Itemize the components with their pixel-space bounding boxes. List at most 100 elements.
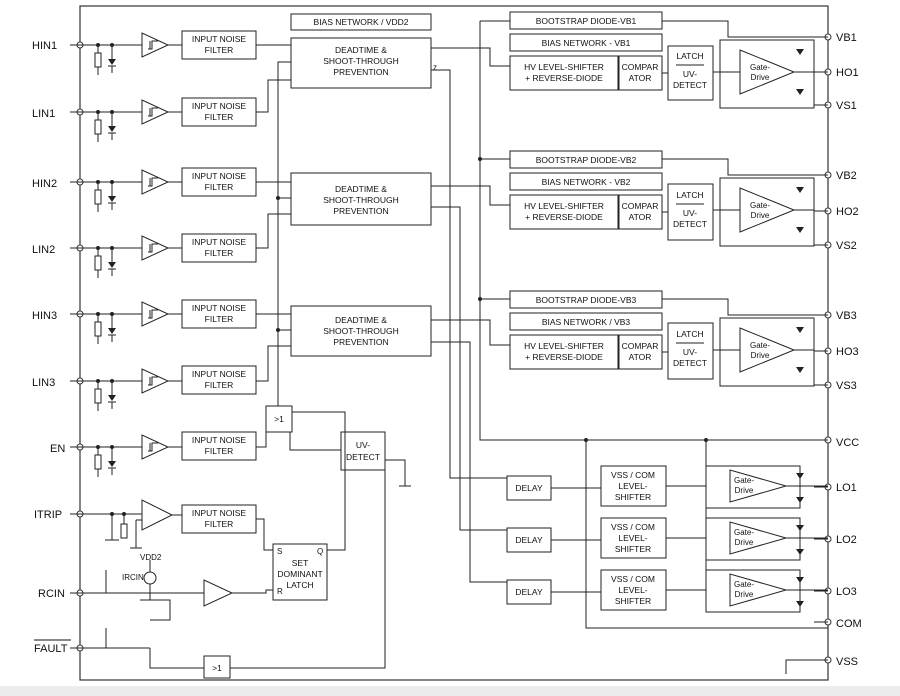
svg-text:BOOTSTRAP DIODE-VB2: BOOTSTRAP DIODE-VB2	[536, 155, 637, 165]
resistor-symbol	[94, 321, 102, 337]
svg-text:DEADTIME &: DEADTIME &	[335, 315, 387, 325]
svg-text:UV-: UV-	[356, 440, 370, 450]
hysteresis-glyph	[148, 309, 158, 319]
wire	[431, 319, 510, 346]
svg-text:HV LEVEL-SHIFTER: HV LEVEL-SHIFTER	[524, 201, 604, 211]
diode-symbol	[108, 59, 116, 65]
current-source	[143, 571, 157, 585]
svg-text:Gate-: Gate-	[750, 341, 770, 350]
high-side-channel-2: BOOTSTRAP DIODE-VB2 BIAS NETWORK - VB2 H…	[509, 150, 714, 241]
svg-text:HV LEVEL-SHIFTER: HV LEVEL-SHIFTER	[524, 62, 604, 72]
svg-text:LATCH: LATCH	[676, 51, 703, 61]
wire	[431, 206, 508, 540]
svg-text:SHOOT-THROUGH: SHOOT-THROUGH	[323, 326, 399, 336]
resistor-symbol	[94, 52, 102, 68]
pin-hin2: HIN2	[32, 178, 57, 190]
svg-text:ATOR: ATOR	[629, 212, 652, 222]
svg-text:INPUT NOISE: INPUT NOISE	[192, 171, 246, 181]
wiring	[70, 20, 828, 674]
wire	[150, 599, 171, 621]
bottom-band	[0, 686, 900, 696]
svg-text:LATCH: LATCH	[676, 329, 703, 339]
svg-text:SHOOT-THROUGH: SHOOT-THROUGH	[323, 195, 399, 205]
svg-text:R: R	[277, 587, 283, 596]
vdd2-label: VDD2	[140, 553, 162, 562]
svg-text:>1: >1	[274, 414, 284, 424]
pin-ho2: HO2	[836, 206, 859, 218]
svg-text:Gate-: Gate-	[734, 580, 754, 589]
svg-text:VSS / COM: VSS / COM	[611, 574, 655, 584]
set-dominant-latch: S Q R SET DOMINANT LATCH	[272, 543, 328, 601]
input-noise-filter-itrip: INPUT NOISE FILTER	[181, 504, 257, 534]
svg-text:DETECT: DETECT	[346, 452, 380, 462]
low-side-shifter-1: VSS / COM LEVEL- SHIFTER	[600, 465, 667, 507]
svg-text:LEVEL-: LEVEL-	[618, 481, 647, 491]
diode-symbol	[108, 196, 116, 202]
wire	[662, 158, 828, 176]
gate-drive-lo1: Gate- Drive	[705, 465, 801, 509]
high-side-channel-3: BOOTSTRAP DIODE-VB3 BIAS NETWORK / VB3 H…	[509, 290, 714, 380]
svg-text:Gate-: Gate-	[750, 63, 770, 72]
hysteresis-glyph	[148, 177, 158, 187]
wire	[385, 459, 406, 486]
hysteresis-glyph	[148, 243, 158, 253]
wire	[585, 440, 828, 629]
svg-text:Drive: Drive	[735, 590, 754, 599]
wire	[785, 659, 828, 674]
diode-symbol	[796, 89, 804, 95]
hysteresis-glyph	[148, 376, 158, 386]
svg-text:FILTER: FILTER	[205, 182, 234, 192]
svg-text:BIAS NETWORK / VDD2: BIAS NETWORK / VDD2	[314, 17, 409, 27]
svg-text:PREVENTION: PREVENTION	[333, 206, 388, 216]
svg-text:+ REVERSE-DIODE: + REVERSE-DIODE	[525, 352, 603, 362]
svg-text:FILTER: FILTER	[205, 519, 234, 529]
wire	[662, 298, 828, 316]
wire	[431, 341, 508, 592]
pin-com: COM	[836, 618, 862, 630]
wire	[431, 69, 508, 488]
chip-outline	[79, 5, 829, 681]
pin-vs2: VS2	[836, 240, 857, 252]
wire	[662, 20, 828, 38]
pin-lo1: LO1	[836, 482, 857, 494]
input-noise-filter-hin3: INPUT NOISE FILTER	[181, 299, 257, 329]
deadtime-block-3: DEADTIME & SHOOT-THROUGH PREVENTION	[290, 305, 432, 357]
svg-text:INPUT NOISE: INPUT NOISE	[192, 369, 246, 379]
input-noise-filter-lin2: INPUT NOISE FILTER	[181, 233, 257, 263]
schmitt-buffer	[141, 301, 170, 327]
svg-text:FILTER: FILTER	[205, 248, 234, 258]
svg-text:Gate-: Gate-	[750, 201, 770, 210]
diode-symbol	[796, 549, 804, 555]
pin-ho1: HO1	[836, 67, 859, 79]
svg-text:SHIFTER: SHIFTER	[615, 544, 651, 554]
svg-text:UV-: UV-	[683, 69, 697, 79]
resistor-symbol	[94, 388, 102, 404]
svg-text:S: S	[277, 547, 282, 556]
wire	[232, 589, 273, 594]
svg-text:FILTER: FILTER	[205, 446, 234, 456]
diode-symbol	[108, 262, 116, 268]
wire	[230, 460, 386, 669]
resistor-symbol	[94, 119, 102, 135]
wire	[431, 185, 510, 206]
resistor-symbol	[94, 255, 102, 271]
svg-text:FILTER: FILTER	[205, 314, 234, 324]
svg-text:DETECT: DETECT	[673, 219, 707, 229]
input-noise-filter-hin2: INPUT NOISE FILTER	[181, 167, 257, 197]
delay-lo1: DELAY	[506, 475, 552, 501]
schmitt-buffer	[141, 32, 170, 58]
deadtime-block-2: DEADTIME & SHOOT-THROUGH PREVENTION	[290, 172, 432, 226]
pin-vcc: VCC	[836, 437, 859, 449]
svg-text:FILTER: FILTER	[205, 45, 234, 55]
wire	[256, 213, 291, 249]
pin-itrip: ITRIP	[34, 509, 62, 521]
wire	[256, 426, 267, 448]
svg-text:Drive: Drive	[751, 351, 770, 360]
svg-text:BOOTSTRAP DIODE-VB1: BOOTSTRAP DIODE-VB1	[536, 16, 637, 26]
delay-lo2: DELAY	[506, 527, 552, 553]
svg-text:DETECT: DETECT	[673, 358, 707, 368]
gate-drive-lo2: Gate- Drive	[705, 517, 801, 561]
svg-text:VSS / COM: VSS / COM	[611, 470, 655, 480]
svg-text:BIAS NETWORK - VB1: BIAS NETWORK - VB1	[542, 38, 631, 48]
